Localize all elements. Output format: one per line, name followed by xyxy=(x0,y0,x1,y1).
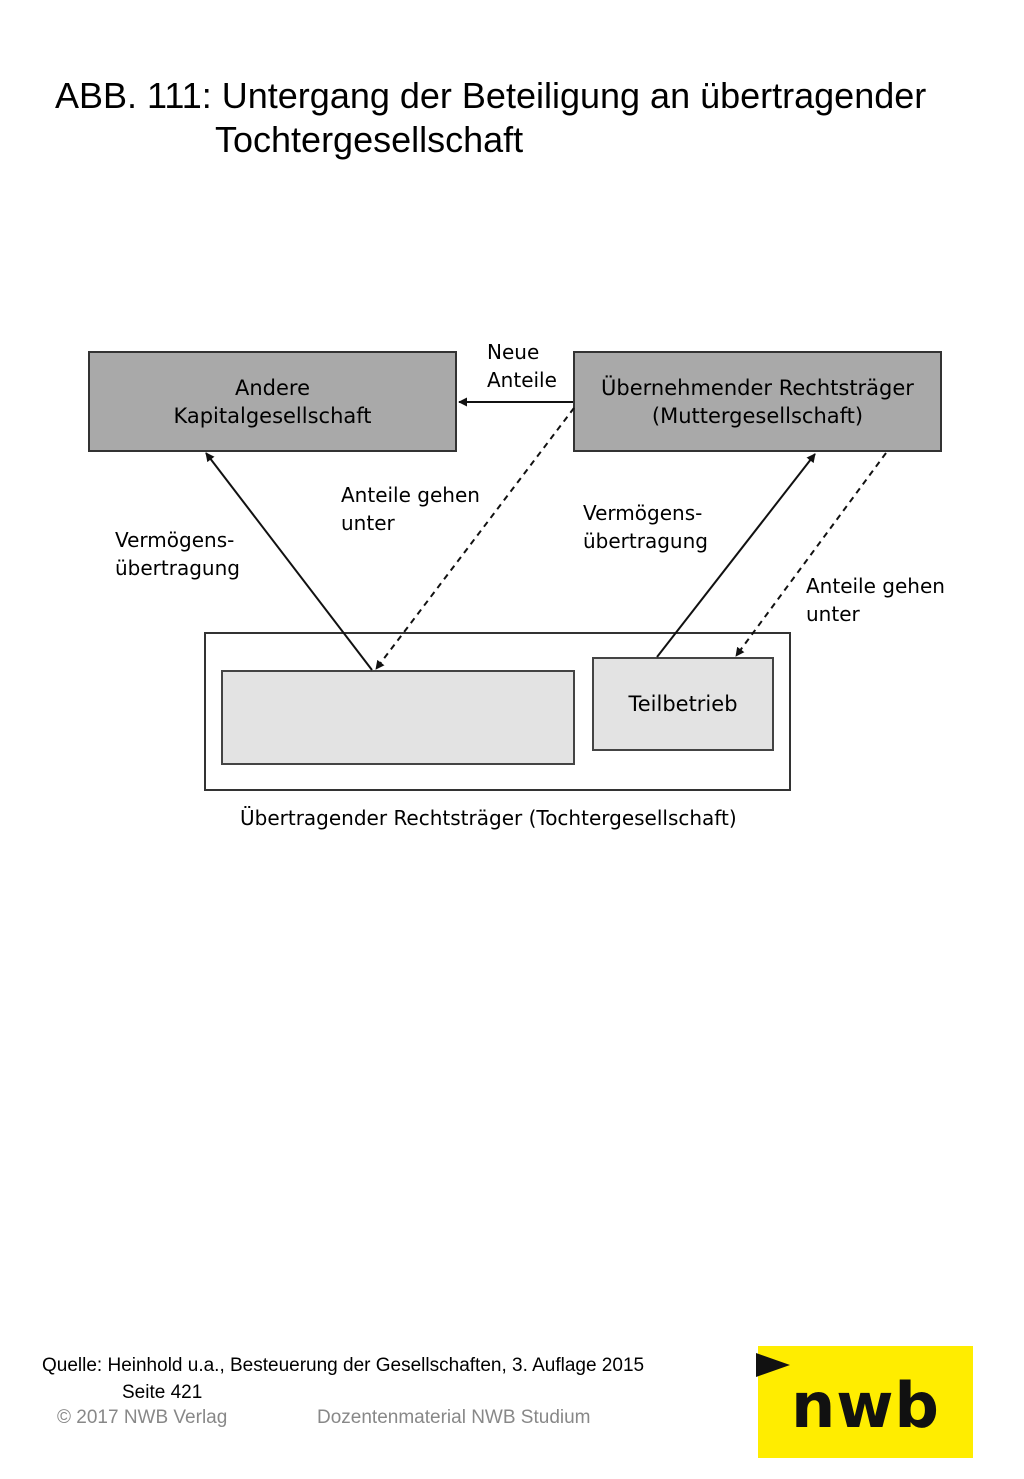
label-shares-lost-left: Anteile gehen unter xyxy=(341,481,480,537)
arrow-asset-transfer-left xyxy=(205,452,373,671)
arrow-shares-lost-left xyxy=(375,407,575,670)
container-label: Übertragender Rechtsträger (Tochtergesel… xyxy=(240,806,737,830)
label-asset-transfer-left-line2: übertragung xyxy=(115,556,240,580)
label-shares-lost-right: Anteile gehen unter xyxy=(806,572,945,628)
box-parent-company-line1: Übernehmender Rechtsträger xyxy=(601,375,914,400)
nwb-logo: nwb xyxy=(758,1346,973,1458)
arrow-shares-lost-right xyxy=(735,452,887,657)
logo-pointer-icon xyxy=(756,1353,790,1377)
source-line2: Seite 421 xyxy=(122,1382,203,1403)
label-shares-lost-right-line2: unter xyxy=(806,602,860,626)
label-asset-transfer-left: Vermögens- übertragung xyxy=(115,526,240,582)
label-asset-transfer-left-line1: Vermögens- xyxy=(115,528,235,552)
label-asset-transfer-right-line1: Vermögens- xyxy=(583,501,703,525)
box-remaining-assets xyxy=(221,670,575,765)
label-asset-transfer-right: Vermögens- übertragung xyxy=(583,499,708,555)
label-shares-lost-right-line1: Anteile gehen xyxy=(806,574,945,598)
box-other-corporation: Andere Kapitalgesellschaft xyxy=(88,351,457,452)
slide-title-line2: Tochtergesellschaft xyxy=(215,119,524,160)
box-division-label: Teilbetrieb xyxy=(628,692,738,716)
label-shares-lost-left-line1: Anteile gehen xyxy=(341,483,480,507)
label-new-shares-line2: Anteile xyxy=(487,368,557,392)
label-asset-transfer-right-line2: übertragung xyxy=(583,529,708,553)
arrow-asset-transfer-right xyxy=(656,453,816,658)
footer-material: Dozentenmaterial NWB Studium xyxy=(317,1407,591,1428)
box-parent-company-line2: (Muttergesellschaft) xyxy=(651,403,864,428)
slide-title-line1: ABB. 111: Untergang der Beteiligung an ü… xyxy=(55,75,927,116)
label-new-shares: Neue Anteile xyxy=(487,338,557,394)
nwb-logo-text: nwb xyxy=(791,1368,940,1442)
source-citation: Quelle: Heinhold u.a., Besteuerung der G… xyxy=(42,1352,644,1406)
box-division: Teilbetrieb xyxy=(592,657,774,751)
box-parent-company: Übernehmender Rechtsträger (Muttergesell… xyxy=(573,351,942,452)
label-new-shares-line1: Neue xyxy=(487,340,540,364)
label-shares-lost-left-line2: unter xyxy=(341,511,395,535)
box-other-corporation-line1: Andere xyxy=(234,375,311,400)
source-line1: Quelle: Heinhold u.a., Besteuerung der G… xyxy=(42,1355,645,1376)
slide-title: ABB. 111: Untergang der Beteiligung an ü… xyxy=(55,74,1005,162)
footer-copyright: © 2017 NWB Verlag xyxy=(57,1407,228,1428)
box-other-corporation-line2: Kapitalgesellschaft xyxy=(173,403,372,428)
